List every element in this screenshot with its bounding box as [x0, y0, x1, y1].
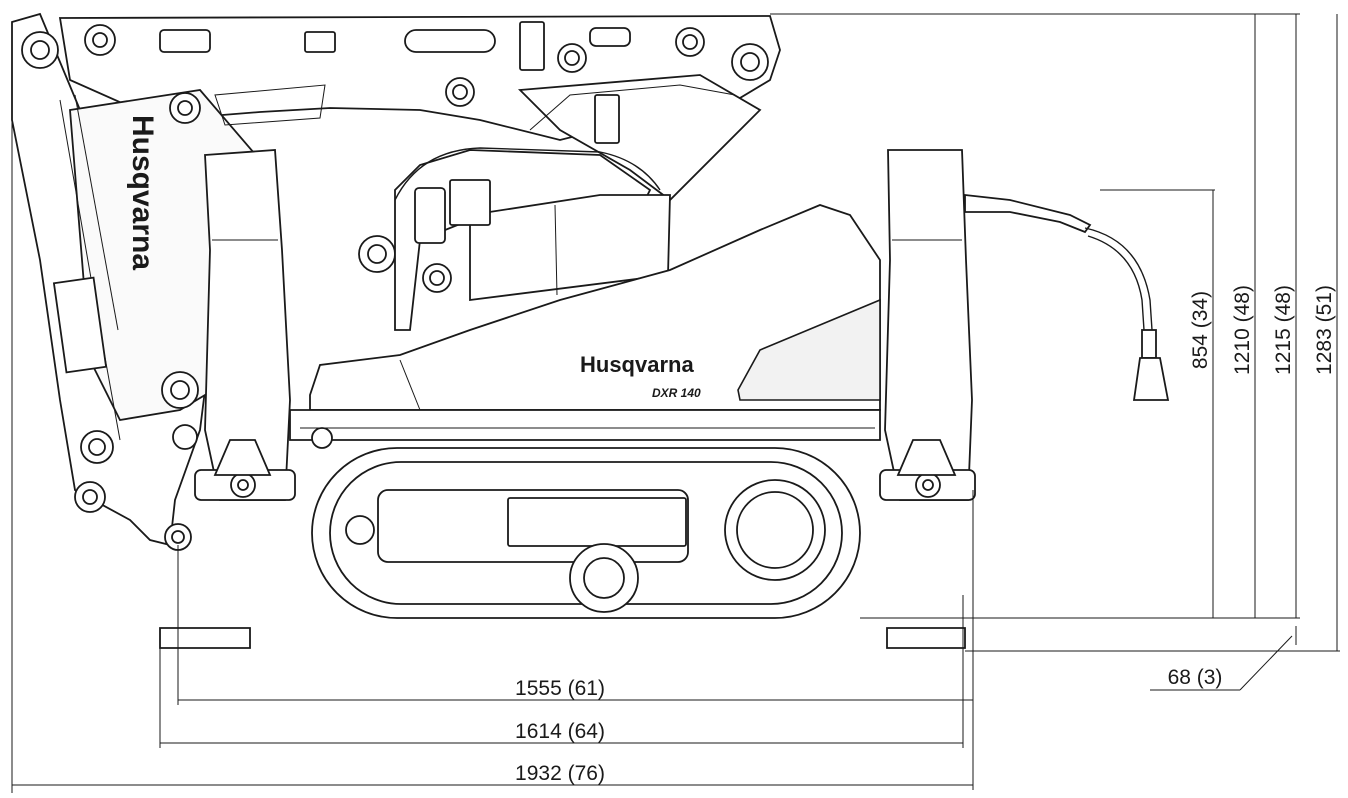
- dimension-1555: 1555 (61): [515, 677, 605, 700]
- dimension-1614: 1614 (64): [515, 720, 605, 743]
- machine-body: [289, 147, 881, 449]
- power-cable: [1084, 227, 1170, 401]
- dimension-1283: 1283 (51): [1313, 285, 1336, 375]
- body-brand-text: Husqvarna: [580, 352, 694, 377]
- outrigger-right: [879, 149, 1092, 649]
- boom-pins: [21, 24, 769, 551]
- dimension-854: 854 (34): [1189, 291, 1212, 369]
- dimension-68: 68 (3): [1168, 666, 1223, 689]
- dimension-1215: 1215 (48): [1272, 285, 1295, 375]
- boom-brand-text: Husqvarna: [126, 115, 159, 270]
- outrigger-left: [159, 149, 296, 649]
- track-assembly: [311, 447, 861, 619]
- model-label: DXR 140: [652, 386, 701, 400]
- dimension-1932: 1932 (76): [515, 762, 605, 785]
- dimension-lines: [11, 13, 1340, 793]
- dimension-1210: 1210 (48): [1231, 285, 1254, 375]
